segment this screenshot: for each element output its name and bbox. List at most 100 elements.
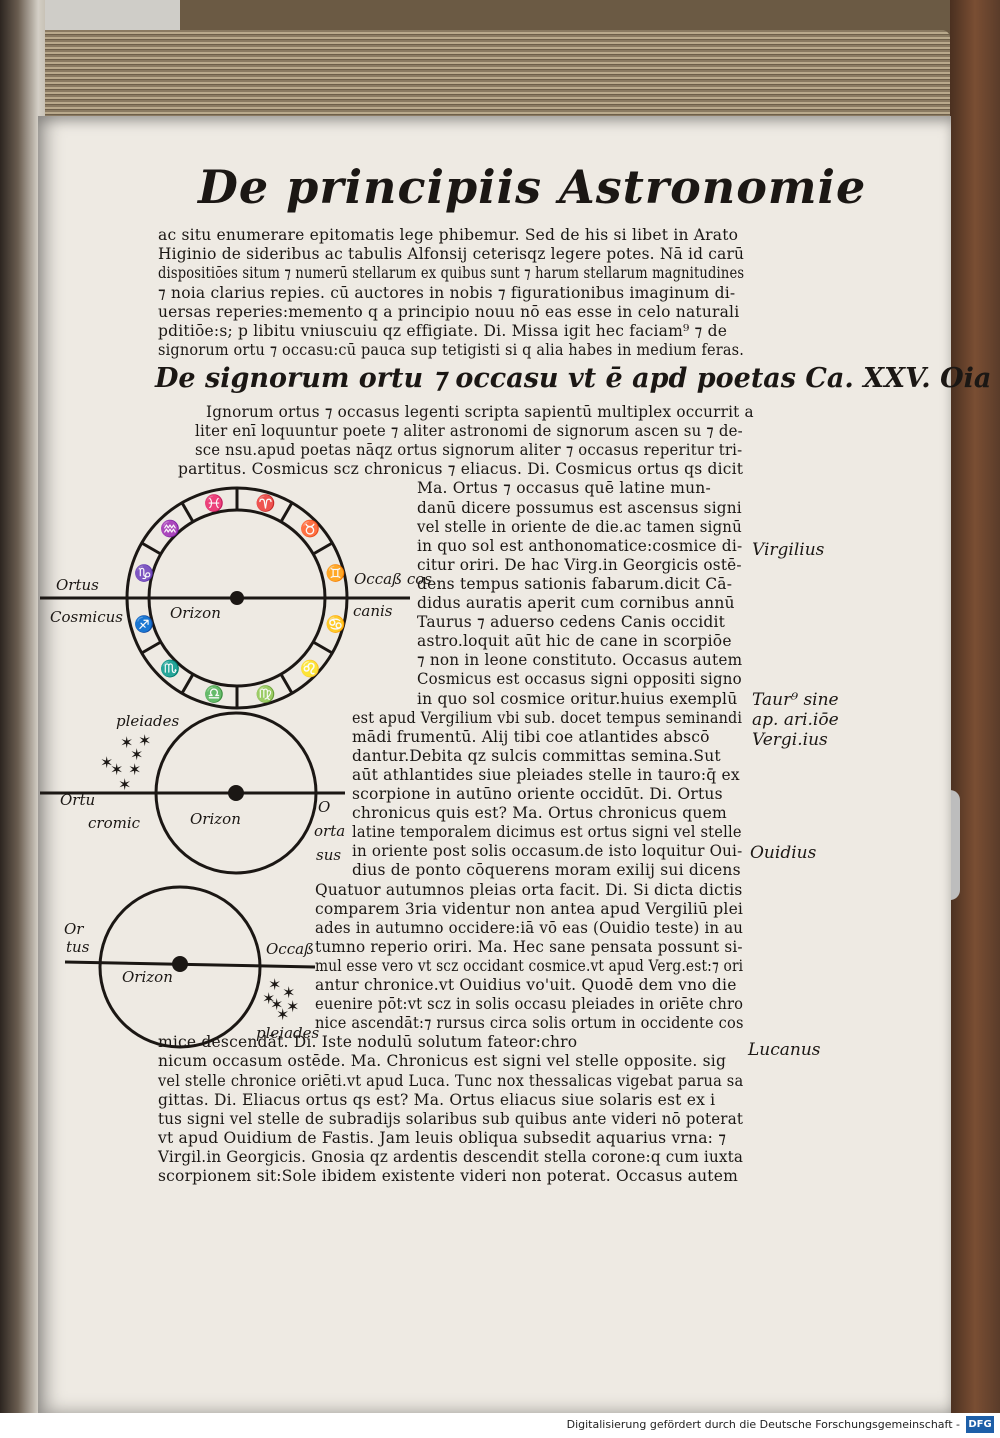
- zodiac-sign-glyph: ♈: [256, 493, 276, 512]
- star-mark: ✶: [120, 733, 133, 752]
- zodiac-sign-glyph: ♋: [326, 615, 346, 634]
- intro-line: pditiōe:s; p libitu vniuscuiu qz effigia…: [158, 322, 728, 340]
- book-spine: [0, 0, 45, 1413]
- margin-note: Virgilius: [752, 540, 825, 560]
- star-mark: ✶: [138, 731, 151, 750]
- body-line: Ma. Ortus ⁊ occasus quē latine mun-: [417, 479, 711, 498]
- zodiac-sign-glyph: ♌: [300, 659, 320, 678]
- zodiac-sign-glyph: ♒: [160, 519, 180, 538]
- zodiac-sign-glyph: ♐: [134, 615, 154, 634]
- star-mark: ✶: [110, 760, 123, 779]
- star-mark: ✶: [118, 775, 131, 794]
- star-mark: ✶: [262, 989, 275, 1008]
- diagram2-label-orta: orta: [314, 822, 346, 840]
- footer-credit: Digitalisierung gefördert durch die Deut…: [566, 1418, 960, 1431]
- wheel-divider: [180, 501, 195, 523]
- body-line: dantur.Debita qz sulcis committas semina…: [352, 746, 721, 765]
- body-line: scorpione in autūno oriente occidūt. Di.…: [352, 785, 723, 803]
- body-line: in quo sol est anthonomatice:cosmice di-: [417, 536, 743, 555]
- body-line: Cosmicus est occasus signi oppositi sign…: [417, 670, 742, 689]
- body-line: vt apud Ouidium de Fastis. Jam leuis obl…: [158, 1128, 727, 1147]
- intro-line: dispositiōes situm ⁊ numerū stellarum ex…: [158, 264, 745, 283]
- body-line: Ignorum ortus ⁊ occasus legenti scripta …: [206, 403, 754, 421]
- body-line: scorpionem sit:Sole ibidem existente vid…: [158, 1167, 738, 1185]
- book-page: [38, 116, 951, 1413]
- body-line: gittas. Di. Eliacus ortus qs est? Ma. Or…: [158, 1090, 716, 1109]
- body-line: aūt athlantides siue pleiades stelle in …: [352, 765, 740, 784]
- wheel-divider: [279, 673, 294, 695]
- diagram3-label-occasus: Occaß: [266, 940, 315, 958]
- body-line: partitus. Cosmicus scz chronicus ⁊ eliac…: [178, 460, 744, 479]
- body-line: didus auratis aperit cum cornibus annū: [417, 594, 735, 612]
- wheel-divider: [140, 640, 162, 655]
- zodiac-sign-glyph: ♊: [326, 563, 346, 582]
- diagram3-label-pleiades: pleiades: [256, 1024, 320, 1042]
- body-line: Taurus ⁊ aduerso cedens Canis occidit: [417, 613, 726, 632]
- diagram2-label-ortus: Ortu: [60, 791, 96, 809]
- zodiac-sign-glyph: ♏: [160, 659, 180, 678]
- body-line: citur oriri. De hac Virg.in Georgicis os…: [417, 555, 742, 574]
- star-mark: ✶: [128, 760, 141, 779]
- body-line: nice ascendāt:⁊ rursus circa solis ortum…: [315, 1014, 744, 1033]
- body-line: est apud Vergilium vbi sub. docet tempus…: [352, 708, 743, 727]
- body-line: mādi frumentū. Alij tibi coe atlantides …: [352, 727, 710, 746]
- body-line: nicum occasum ostēde. Ma. Chronicus est …: [158, 1052, 727, 1071]
- diagram2-label-o: O: [318, 798, 331, 816]
- intro-line: uersas reperies:memento q a principio no…: [158, 302, 740, 321]
- intro-line: ⁊ noia clarius repies. cū auctores in no…: [158, 283, 736, 302]
- wheel-divider: [279, 501, 294, 523]
- zodiac-sign-glyph: ♓: [204, 493, 224, 512]
- wheel-divider: [312, 640, 334, 655]
- zodiac-sign-glyph: ♎: [204, 685, 224, 704]
- body-line: in quo sol cosmice oritur.huius exemplū: [417, 689, 738, 708]
- intro-line: signorum ortu ⁊ occasu:cū pauca sup teti…: [158, 341, 745, 360]
- zodiac-sign-glyph: ♑: [134, 563, 154, 582]
- diagram1-label-ortus: Ortus: [56, 576, 99, 594]
- zodiac-sign-glyph: ♍: [256, 685, 276, 704]
- dfg-logo: DFG: [966, 1416, 994, 1433]
- body-line: liter enī loquuntur poete ⁊ aliter astro…: [195, 422, 743, 441]
- diagram1-label-orizon: Orizon: [170, 604, 221, 622]
- body-line: danū dicere possumus est ascensus signi: [417, 498, 742, 517]
- wheel-divider: [312, 541, 334, 556]
- diagram2-label-cronic: cromic: [88, 814, 141, 832]
- book-cover-right: [950, 0, 1000, 1413]
- body-line: Virgil.in Georgicis. Gnosia qz ardentis …: [158, 1147, 744, 1166]
- wheel-divider: [180, 673, 195, 695]
- page-title: De principiis Astronomie: [198, 160, 867, 214]
- star-mark: ✶: [130, 745, 143, 764]
- diagram1-label-canis: canis: [353, 602, 393, 620]
- margin-note: Ouidius: [750, 843, 817, 863]
- body-line: tus signi vel stelle de subradijs solari…: [158, 1109, 744, 1128]
- body-line: tumno reperio oriri. Ma. Hec sane pensat…: [315, 937, 743, 956]
- diagram3-label-orizon: Orizon: [122, 968, 173, 986]
- star-mark: ✶: [286, 997, 299, 1016]
- body-line: dens tempus sationis fabarum.dicit Cā-: [417, 574, 733, 593]
- star-mark: ✶: [276, 1005, 289, 1024]
- star-mark: ✶: [100, 753, 113, 772]
- body-line: mice descendāt. Di. Iste nodulū solutum …: [158, 1033, 578, 1052]
- body-line: chronicus quis est? Ma. Ortus chronicus …: [352, 804, 727, 823]
- diagram3-label-or: Or: [64, 920, 84, 938]
- star-mark: ✶: [282, 983, 295, 1002]
- book-top-edge: [30, 30, 950, 130]
- body-line: Quatuor autumnos pleias orta facit. Di. …: [315, 880, 743, 899]
- body-line: comparem 3ria videntur non antea apud Ve…: [315, 899, 744, 918]
- star-mark: ✶: [270, 995, 283, 1014]
- body-line: ades in autumno occidere:iā vō eas (Ouid…: [315, 918, 744, 937]
- footer-bar: Digitalisierung gefördert durch die Deut…: [0, 1413, 1000, 1438]
- wheel-divider: [140, 541, 162, 556]
- body-line: latine temporalem dicimus est ortus sign…: [352, 823, 742, 842]
- diagram1-label-occasus: Occaß cos: [354, 570, 432, 588]
- body-line: vel stelle chronice oriēti.vt apud Luca.…: [158, 1071, 744, 1090]
- zodiac-sign-glyph: ♉: [300, 519, 320, 538]
- body-line: mul esse vero vt scz occidant cosmice.vt…: [315, 956, 744, 975]
- margin-note: Lucanus: [748, 1040, 821, 1060]
- diagram2-label-pleiades: pleiades: [116, 712, 180, 730]
- diagram1-label-cosmicus: Cosmicus: [50, 608, 123, 626]
- pleiades-chronic-diagram: [40, 711, 345, 875]
- body-line: antur chronice.vt Ouidius vo'uit. Quodē …: [315, 976, 737, 994]
- body-line: astro.loquit aūt hic de cane in scorpiōe: [417, 632, 732, 651]
- star-mark: ✶: [268, 975, 281, 994]
